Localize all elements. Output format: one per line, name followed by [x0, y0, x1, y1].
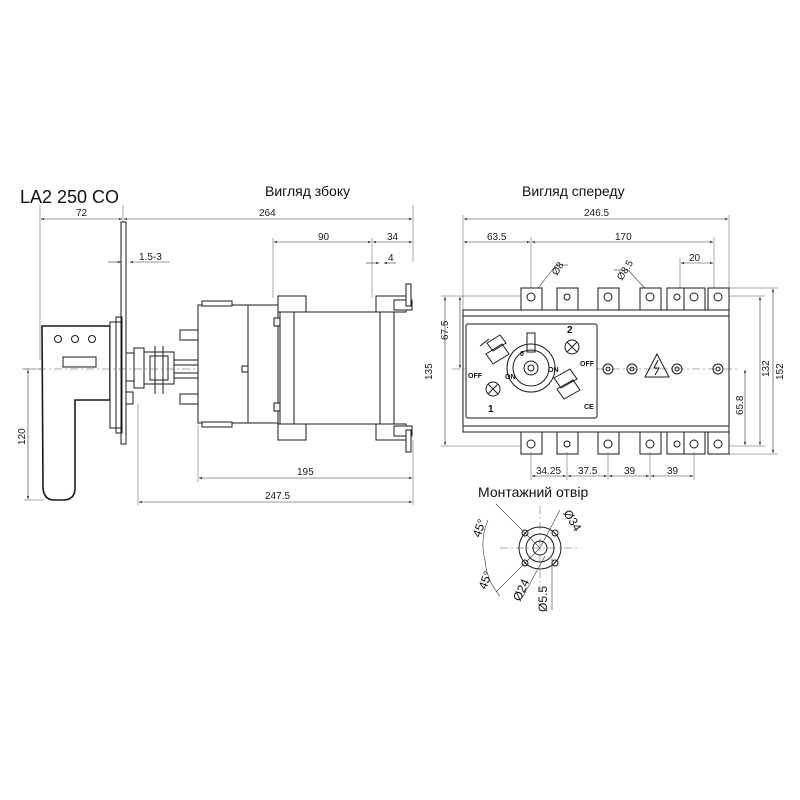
dim-39-a: 39 — [624, 466, 636, 477]
dim-195: 195 — [297, 467, 314, 478]
dim-39-b: 39 — [667, 466, 679, 477]
dim-diam-8: Ø8 — [550, 260, 567, 278]
dim-264: 264 — [259, 208, 276, 219]
dim-90: 90 — [318, 232, 330, 243]
dim-37-5: 37.5 — [578, 466, 598, 477]
dim-diam-5-5: Ø5.5 — [536, 586, 550, 612]
dim-170: 170 — [615, 232, 632, 243]
model-title: LA2 250 CO — [20, 187, 119, 207]
dim-67-5: 67.5 — [440, 320, 451, 340]
dim-1-5-3: 1.5-3 — [139, 252, 162, 263]
dim-247-5: 247.5 — [265, 491, 290, 502]
label-position-2: 2 — [567, 325, 573, 336]
label-on-2: ON — [548, 367, 559, 374]
front-view: 246.5 63.5 170 20 Ø8 Ø8.5 — [424, 208, 786, 480]
dim-34: 34 — [387, 232, 399, 243]
side-view: 72 264 90 34 4 1.5-3 — [17, 205, 414, 505]
angle-45-a: 45° — [470, 517, 489, 539]
dim-4: 4 — [388, 253, 394, 264]
dim-135: 135 — [424, 363, 435, 380]
label-on-1: ON — [505, 374, 516, 381]
dim-152: 152 — [775, 363, 786, 380]
mounting-hole-title: Монтажний отвір — [478, 484, 588, 500]
dim-diam-8-5: Ø8.5 — [615, 258, 636, 283]
side-view-title: Вигляд збоку — [265, 183, 350, 199]
dim-120: 120 — [17, 428, 28, 445]
label-position-1: 1 — [488, 404, 494, 415]
mounting-hole-view: 45° 45° Ø34 Ø24 Ø5.5 — [470, 503, 585, 612]
dim-65-8: 65.8 — [735, 395, 746, 415]
dim-132: 132 — [761, 360, 772, 377]
label-off-1: OFF — [468, 373, 483, 380]
angle-45-b: 45° — [476, 569, 495, 591]
dim-diam-24: Ø24 — [510, 576, 532, 603]
label-ce: CE — [584, 404, 594, 411]
warning-triangle-icon — [644, 352, 670, 378]
dim-63-5: 63.5 — [487, 232, 507, 243]
front-view-title: Вигляд спереду — [522, 183, 625, 199]
dim-20: 20 — [689, 253, 701, 264]
dim-246-5: 246.5 — [584, 208, 609, 219]
dim-72: 72 — [76, 208, 88, 219]
switch-panel: OFF ON 1 2 ON OFF 0 CE — [468, 325, 595, 415]
dim-34-25: 34.25 — [536, 466, 561, 477]
label-off-2: OFF — [580, 361, 595, 368]
dim-diam-34: Ø34 — [560, 507, 584, 534]
label-zero: 0 — [520, 351, 524, 358]
